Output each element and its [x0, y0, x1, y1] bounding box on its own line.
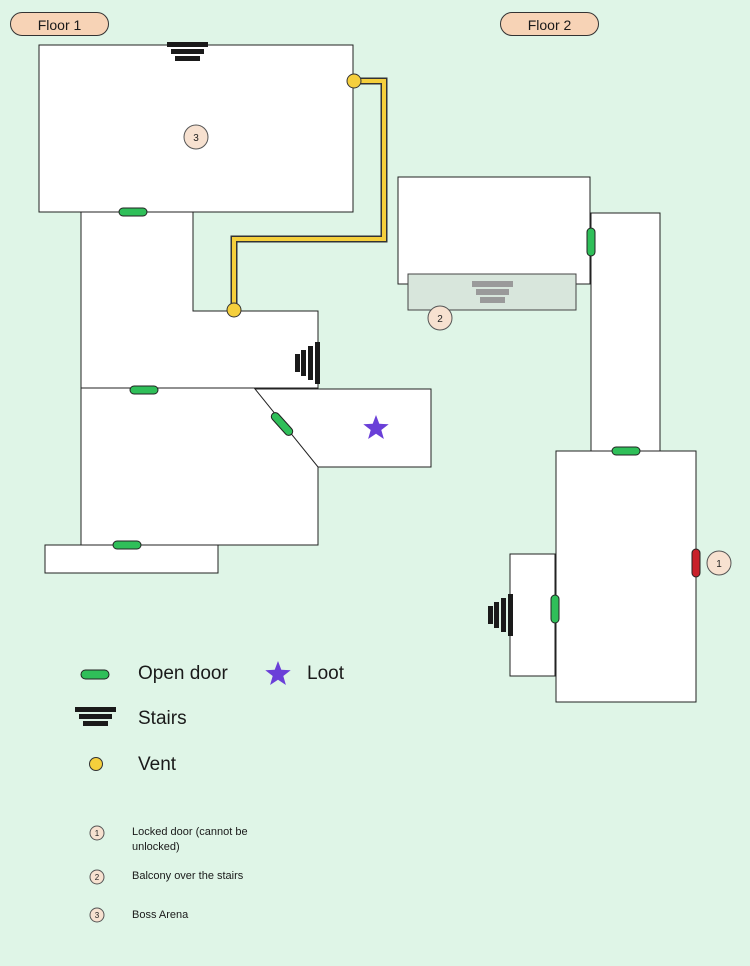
marker-1: 1 [706, 550, 732, 576]
loot-star-icon [363, 415, 389, 439]
svg-text:1: 1 [716, 559, 722, 570]
svg-text:2: 2 [95, 873, 100, 882]
legend-loot-label: Loot [307, 663, 344, 684]
marker-3: 3 [183, 124, 209, 150]
note-1-text: Locked door (cannot be unlocked) [132, 826, 248, 853]
marker-2: 2 [427, 305, 453, 331]
floor-2-label: Floor 2 [500, 12, 599, 36]
legend-vent-label: Vent [138, 754, 177, 775]
locked-door [691, 548, 701, 578]
room-floor2-stair-nook [509, 553, 556, 677]
vent-icon [226, 302, 242, 318]
svg-text:1: 1 [95, 829, 100, 838]
open-door [129, 385, 159, 395]
note-marker-3: 3 [89, 907, 105, 923]
legend-stairs-icon [75, 707, 116, 726]
note-3-text: Boss Arena [132, 909, 189, 921]
stairs-icon [167, 42, 208, 61]
room-loot [253, 388, 432, 468]
open-door [550, 594, 560, 624]
room-floor2-main [555, 450, 697, 703]
open-door [586, 227, 596, 257]
balcony-stairs-icon [472, 281, 513, 303]
svg-text:2: 2 [437, 314, 443, 325]
floor-1-label: Floor 1 [10, 12, 109, 36]
room-floor2-top [397, 176, 591, 285]
open-door [270, 412, 294, 436]
legend-open-door-icon [80, 669, 110, 680]
legend-loot-star-icon [265, 661, 291, 685]
svg-text:3: 3 [95, 911, 100, 920]
open-door [112, 540, 142, 550]
legend-stairs-label: Stairs [138, 708, 187, 729]
vent-duct [230, 77, 388, 310]
vent-icon [346, 73, 362, 89]
legend-open-door-label: Open door [138, 663, 228, 684]
open-door [118, 207, 148, 217]
note-marker-2: 2 [89, 869, 105, 885]
legend-vent-icon [89, 757, 103, 771]
note-marker-1: 1 [89, 825, 105, 841]
room-floor2-corridor [590, 212, 661, 452]
svg-text:3: 3 [193, 133, 199, 144]
note-2-text: Balcony over the stairs [132, 870, 244, 882]
open-door [611, 446, 641, 456]
stairs-icon [488, 594, 513, 636]
stairs-icon [295, 342, 320, 384]
